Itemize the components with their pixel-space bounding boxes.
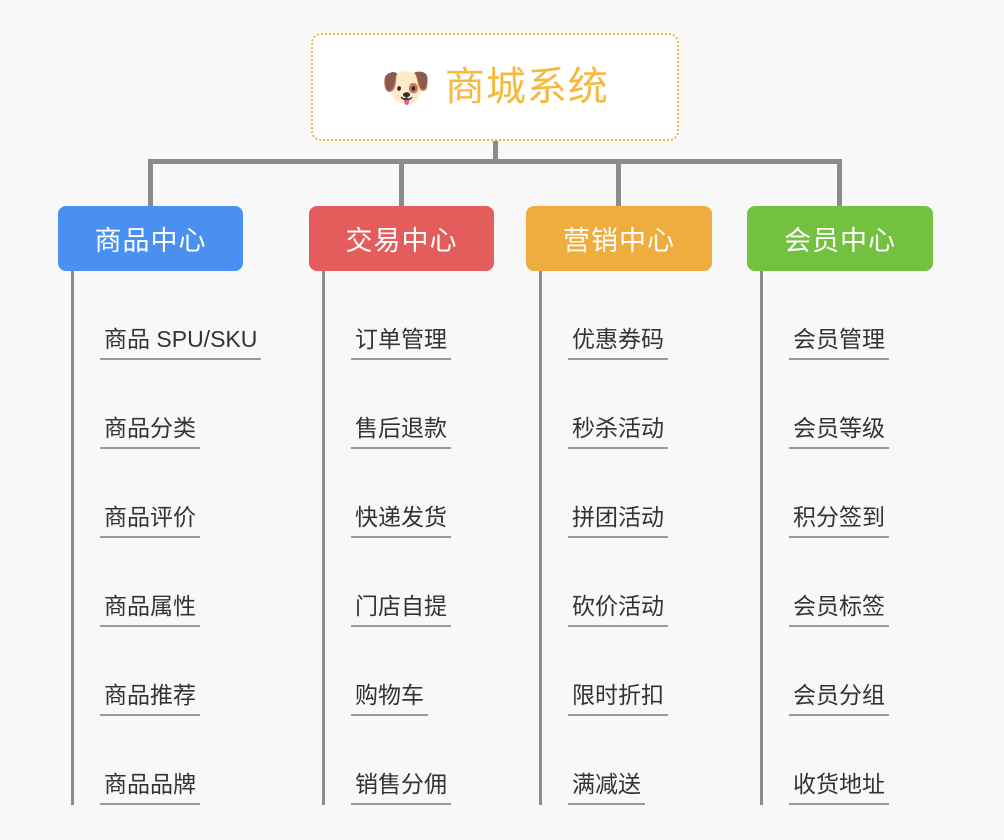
category-header-label: 商品中心: [94, 226, 207, 256]
sub-item[interactable]: 限时折扣: [542, 627, 712, 716]
connector-drop-2: [399, 159, 404, 208]
category-header-label: 交易中心: [345, 226, 458, 256]
sub-item-label: 商品分类: [100, 416, 200, 449]
sub-item-label: 快递发货: [351, 505, 451, 538]
sub-item-label: 商品 SPU/SKU: [100, 327, 262, 360]
connector-drop-3: [616, 159, 621, 208]
sub-item-label: 订单管理: [351, 327, 451, 360]
sub-item[interactable]: 会员标签: [763, 538, 933, 627]
category-header-1[interactable]: 商品中心: [58, 206, 243, 271]
sub-item[interactable]: 商品评价: [74, 449, 243, 538]
sub-item[interactable]: 售后退款: [325, 360, 494, 449]
category-header-4[interactable]: 会员中心: [747, 206, 933, 271]
connector-drop-4: [837, 159, 842, 208]
sub-item[interactable]: 秒杀活动: [542, 360, 712, 449]
connector-horizontal-bus: [149, 159, 840, 164]
sub-item-label: 限时折扣: [568, 683, 668, 716]
sub-item[interactable]: 砍价活动: [542, 538, 712, 627]
sub-item[interactable]: 拼团活动: [542, 449, 712, 538]
sub-item[interactable]: 销售分佣: [325, 716, 494, 805]
sub-item-label: 销售分佣: [351, 772, 451, 805]
shiba-dog-icon: 🐶: [381, 66, 431, 110]
sub-item-label: 商品属性: [100, 594, 200, 627]
sub-item[interactable]: 商品属性: [74, 538, 243, 627]
root-node[interactable]: 🐶 商城系统: [311, 33, 679, 141]
connector-root-stem: [493, 141, 498, 163]
sub-item-label: 商品品牌: [100, 772, 200, 805]
sub-item-list-3: 优惠券码秒杀活动拼团活动砍价活动限时折扣满减送: [539, 271, 712, 805]
sub-item[interactable]: 积分签到: [763, 449, 933, 538]
category-column-4: 会员中心会员管理会员等级积分签到会员标签会员分组收货地址: [747, 206, 933, 805]
category-column-1: 商品中心商品 SPU/SKU 商品分类商品评价商品属性商品推荐商品品牌: [58, 206, 262, 805]
sub-item-label: 积分签到: [789, 505, 889, 538]
category-header-label: 会员中心: [784, 226, 896, 256]
sub-item[interactable]: 商品品牌: [74, 716, 243, 805]
category-column-2: 交易中心订单管理售后退款快递发货门店自提购物车销售分佣: [309, 206, 494, 805]
sub-item-label: 优惠券码: [568, 327, 668, 360]
sub-item[interactable]: 购物车: [325, 627, 494, 716]
category-header-label: 营销中心: [563, 226, 675, 256]
sub-item[interactable]: 会员管理: [763, 271, 933, 360]
sub-item-list-2: 订单管理售后退款快递发货门店自提购物车销售分佣: [322, 271, 494, 805]
category-column-3: 营销中心优惠券码秒杀活动拼团活动砍价活动限时折扣满减送: [526, 206, 712, 805]
sub-item-list-4: 会员管理会员等级积分签到会员标签会员分组收货地址: [760, 271, 933, 805]
sub-item-label: 会员等级: [789, 416, 889, 449]
sub-item-label: 拼团活动: [568, 505, 668, 538]
sub-item-label: 会员管理: [789, 327, 889, 360]
sub-item-label: 会员标签: [789, 594, 889, 627]
category-header-2[interactable]: 交易中心: [309, 206, 494, 271]
sub-item[interactable]: 满减送: [542, 716, 712, 805]
sub-item[interactable]: 门店自提: [325, 538, 494, 627]
sub-item[interactable]: 订单管理: [325, 271, 494, 360]
sub-item[interactable]: 优惠券码: [542, 271, 712, 360]
sub-item-label: 商品推荐: [100, 683, 200, 716]
category-header-3[interactable]: 营销中心: [526, 206, 712, 271]
sub-item-label: 砍价活动: [568, 594, 668, 627]
sub-item-label: 门店自提: [351, 594, 451, 627]
sub-item-label: 会员分组: [789, 683, 889, 716]
sub-item-label: 满减送: [568, 772, 645, 805]
sub-item-label: 购物车: [351, 683, 428, 716]
sub-item[interactable]: 商品推荐: [74, 627, 243, 716]
sub-item[interactable]: 会员等级: [763, 360, 933, 449]
sub-item[interactable]: 快递发货: [325, 449, 494, 538]
connector-drop-1: [148, 159, 153, 208]
sub-item[interactable]: 商品 SPU/SKU: [74, 271, 262, 360]
sub-item-list-1: 商品 SPU/SKU 商品分类商品评价商品属性商品推荐商品品牌: [71, 271, 262, 805]
sub-item[interactable]: 会员分组: [763, 627, 933, 716]
sub-item[interactable]: 收货地址: [763, 716, 933, 805]
sub-item-label: 售后退款: [351, 416, 451, 449]
root-title: 商城系统: [444, 65, 609, 109]
sub-item-label: 商品评价: [100, 505, 200, 538]
sub-item[interactable]: 商品分类: [74, 360, 243, 449]
sub-item-label: 收货地址: [789, 772, 889, 805]
sub-item-label: 秒杀活动: [568, 416, 668, 449]
